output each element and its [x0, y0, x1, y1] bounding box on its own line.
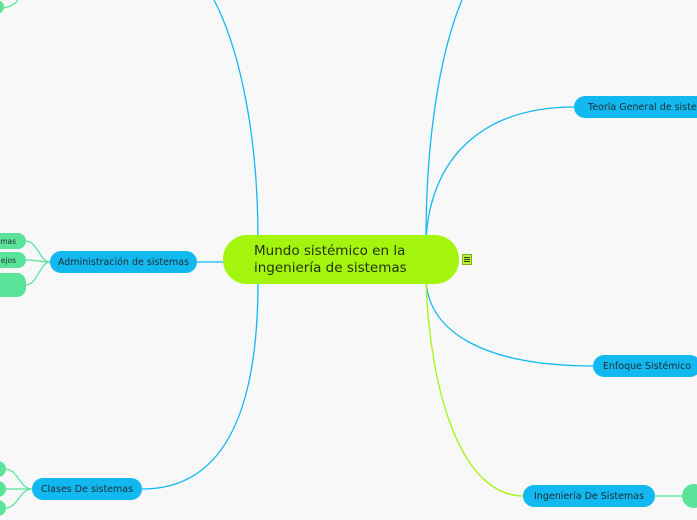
leaf-admin-2[interactable]: ejos: [0, 252, 26, 268]
leaf-clases-1[interactable]: [0, 461, 6, 477]
leaf-label: ejos: [0, 255, 16, 265]
leaf-admin-3[interactable]: [0, 273, 26, 297]
connector-clases: [141, 281, 259, 490]
topic-ingenieria-de-sistemas[interactable]: Ingeniería De Sistemas: [523, 485, 655, 507]
connector-admin-leaf-1: [25, 240, 51, 263]
leaf-ingenieria-1[interactable]: [682, 484, 697, 508]
notes-icon[interactable]: [462, 254, 472, 265]
topic-label: Ingeniería De Sistemas: [534, 490, 644, 502]
topic-label: Enfoque Sistémico: [602, 360, 692, 372]
topic-clases-de-sistemas[interactable]: Clases De sistemas: [32, 478, 142, 500]
leaf-clases-2[interactable]: [0, 481, 6, 497]
topic-label: Clases De sistemas: [40, 483, 134, 495]
topic-teoria-general-de-sistemas[interactable]: Teoría General de sistemas: [574, 96, 697, 118]
connector-teoria: [425, 106, 576, 241]
central-topic[interactable]: Mundo sistémico en la ingeniería de sist…: [223, 235, 459, 284]
leaf-admin-1[interactable]: mas: [0, 233, 26, 249]
central-topic-line-1: Mundo sistémico en la: [254, 242, 406, 259]
connector-top-right: [425, 0, 463, 241]
connector-ingenieria: [425, 281, 525, 497]
central-topic-line-2: ingeniería de sistemas: [254, 259, 407, 276]
topic-enfoque-sistemico[interactable]: Enfoque Sistémico: [593, 355, 697, 377]
connector-top-left: [213, 0, 259, 241]
connector-admin-leaf-3: [25, 261, 51, 286]
connector-enfoque: [425, 281, 595, 367]
topic-label: Teoría General de sistemas: [588, 101, 697, 113]
topic-label: Administración de sistemas: [57, 256, 190, 268]
leaf-label: mas: [0, 236, 16, 246]
connector-clases-leaf-3: [5, 488, 33, 509]
topic-administracion-de-sistemas[interactable]: Administración de sistemas: [50, 251, 197, 273]
leaf-top-left[interactable]: [0, 0, 4, 14]
connector-topleft-leaf: [2, 0, 19, 9]
leaf-clases-3[interactable]: [0, 500, 6, 516]
connector-clases-leaf-1: [5, 468, 33, 490]
